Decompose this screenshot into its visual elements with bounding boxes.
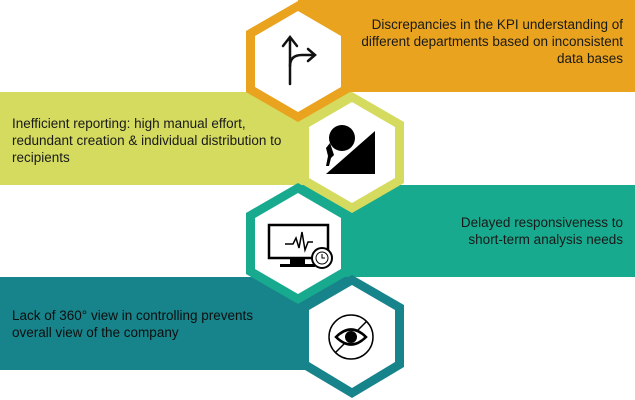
hexagon-2 xyxy=(300,92,404,213)
fork-arrow-icon xyxy=(281,34,317,86)
item-3-text: Delayed responsiveness to short-term ana… xyxy=(460,215,623,247)
monitor-clock-icon xyxy=(267,223,333,269)
band-1 xyxy=(298,0,635,92)
item-4-text: Lack of 360° view in controlling prevent… xyxy=(12,308,254,340)
item-1-text: Discrepancies in the KPI understanding o… xyxy=(361,17,623,66)
hexagon-3 xyxy=(246,183,350,304)
sisyphus-icon xyxy=(326,125,375,174)
item-2-text: Inefficient reporting: high manual effor… xyxy=(12,116,282,165)
hexagon-1 xyxy=(246,1,350,122)
hexagon-4 xyxy=(300,275,404,398)
eye-crossed-icon xyxy=(328,314,374,360)
